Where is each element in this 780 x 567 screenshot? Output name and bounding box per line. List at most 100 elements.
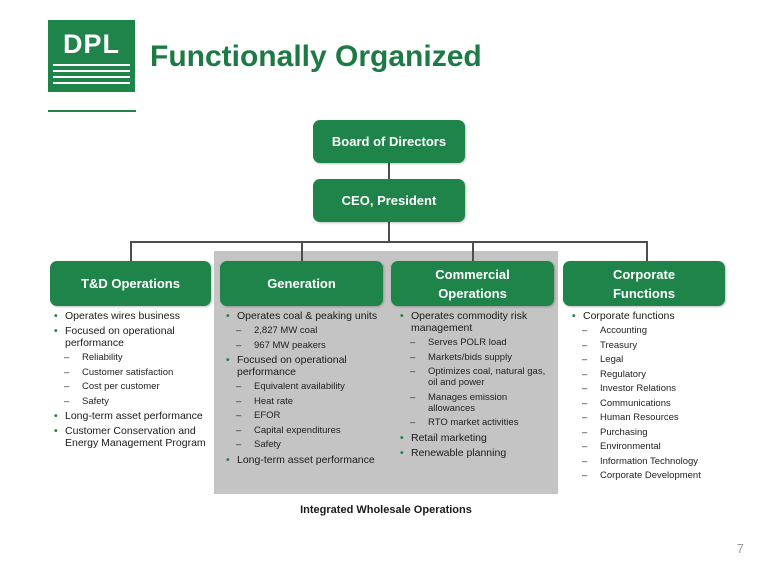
sub-bullet-text: Markets/bids supply [428, 351, 512, 363]
bullet-marker: • [54, 410, 58, 422]
ceo-label: CEO, President [341, 193, 437, 208]
bullet-item: •Corporate functions [572, 310, 728, 322]
bullet-item: • Operates commodity risk management [400, 310, 552, 334]
sub-bullet-item: –Communications [572, 398, 728, 409]
corporate-functions-list: •Corporate functions – Accounting – Treasury… [572, 310, 728, 485]
dash-marker: – [410, 337, 416, 348]
sub-bullet-text: Legal [600, 354, 624, 365]
sub-bullet-item: – Serves POLR load [400, 337, 552, 348]
sub-bullet-item: –Regulatory [572, 369, 728, 380]
dash-marker: – [582, 354, 588, 365]
dash-marker: – [64, 395, 70, 407]
dash-marker: – [236, 410, 242, 421]
dash-marker: – [582, 426, 588, 438]
dash-marker: – [236, 439, 242, 450]
sub-bullet-item: –Safety [54, 396, 210, 407]
bullet-item: • Operates coal & peaking units [226, 310, 386, 322]
dash-marker: – [582, 383, 588, 394]
bullet-marker: • [226, 310, 230, 322]
column-title-line: Functions [612, 285, 676, 301]
sub-bullet-text: Corporate Development [600, 470, 701, 481]
connector-commercial [472, 241, 474, 261]
sub-bullet-text: Reliability [82, 352, 123, 363]
dash-marker: – [582, 455, 588, 467]
bullet-item: •Focused on operational performance [54, 325, 210, 349]
bullet-text: Operates coal & peaking units [237, 310, 378, 322]
bullet-text: Long-term asset performance [65, 410, 203, 422]
commercial-operations-list: • Operates commodity risk management – Serv… [400, 310, 552, 462]
column-title-line: Commercial [435, 266, 510, 282]
dash-marker: – [582, 397, 588, 409]
sub-bullet-item: –Purchasing [572, 427, 728, 438]
board-label: Board of Directors [331, 134, 447, 149]
bullet-item: •Focused on operational performance [226, 354, 386, 378]
dash-marker: – [64, 366, 70, 378]
dash-marker: – [236, 339, 242, 351]
sub-bullet-item: –Manages emission allowances [400, 392, 552, 414]
sub-bullet-text: Serves POLR load [428, 337, 507, 348]
dash-marker: – [236, 325, 242, 336]
sub-bullet-item: – Investor Relations [572, 383, 728, 394]
bullet-marker: • [226, 453, 230, 466]
sub-bullet-text: Cost per customer [82, 381, 160, 392]
bullet-text: Retail marketing [411, 431, 487, 444]
ceo-president-box: CEO, President [313, 179, 465, 222]
bullet-item: •Renewable planning [400, 447, 552, 459]
sub-bullet-item: –Information Technology [572, 456, 728, 467]
dpl-logo: DPL [48, 20, 135, 92]
sub-bullet-item: – Human Resources [572, 412, 728, 423]
sub-bullet-item: –Customer satisfaction [54, 367, 210, 378]
dash-marker: – [64, 381, 70, 392]
bullet-text: Focused on operational performance [237, 354, 347, 378]
column-title-line: Generation [267, 276, 336, 291]
sub-bullet-text: Heat rate [254, 395, 294, 407]
dash-marker: – [410, 351, 416, 363]
dash-marker: – [410, 417, 416, 428]
bullet-text: Operates wires business [65, 310, 180, 322]
connector-corporate [646, 241, 648, 261]
sub-bullet-item: – Legal [572, 354, 728, 365]
sub-bullet-text: Safety [82, 395, 109, 407]
sub-bullet-text: Purchasing [600, 426, 648, 438]
sub-bullet-item: – Equivalent availability [226, 381, 386, 392]
bullet-text: Renewable planning [411, 446, 507, 459]
generation-list: • Operates coal & peaking units – 2,827 MW … [226, 310, 386, 469]
integrated-wholesale-label: Integrated Wholesale Operations [300, 504, 472, 516]
sub-bullet-text: Environmental [600, 441, 661, 452]
sub-bullet-text: Capital expenditures [254, 424, 341, 436]
dash-marker: – [582, 368, 588, 380]
dash-marker: – [582, 325, 588, 336]
bullet-text: Corporate functions [583, 310, 675, 322]
td-operations-box: T&D Operations [50, 261, 211, 306]
column-title-line: Operations [438, 285, 507, 301]
bullet-marker: • [54, 425, 58, 437]
sub-bullet-text: Equivalent availability [254, 381, 345, 392]
sub-bullet-item: – 2,827 MW coal [226, 325, 386, 336]
generation-box: Generation [220, 261, 383, 306]
sub-bullet-item: –Reliability [54, 352, 210, 363]
sub-bullet-text: Treasury [600, 339, 638, 351]
bullet-text: Focused on operational performance [65, 325, 175, 349]
board-of-directors-box: Board of Directors [313, 120, 465, 163]
td-operations-list: •Operates wires business•Focused on oper… [54, 310, 210, 452]
bullet-marker: • [400, 310, 404, 322]
dash-marker: – [582, 412, 588, 423]
sub-bullet-text: 2,827 MW coal [254, 325, 318, 336]
sub-bullet-text: Investor Relations [600, 383, 677, 394]
sub-bullet-text: 967 MW peakers [254, 339, 326, 351]
bullet-item: • Retail marketing [400, 432, 552, 444]
sub-bullet-text: Accounting [600, 325, 648, 336]
sub-bullet-text: Human Resources [600, 412, 679, 423]
bullet-marker: • [400, 431, 404, 444]
sub-bullet-item: –Heat rate [226, 396, 386, 407]
sub-bullet-text: Regulatory [600, 368, 646, 380]
column-title-line: Corporate [612, 266, 676, 282]
sub-bullet-item: –EFOR [226, 410, 386, 421]
dash-marker: – [582, 441, 588, 452]
bullet-text: Customer Conservation and Energy Managem… [65, 425, 206, 449]
bullet-text: Operates commodity risk management [411, 310, 528, 334]
dash-marker: – [236, 381, 242, 392]
sub-bullet-item: –Markets/bids supply [400, 352, 552, 363]
dash-marker: – [410, 366, 416, 377]
bullet-text: Long-term asset performance [237, 453, 375, 466]
